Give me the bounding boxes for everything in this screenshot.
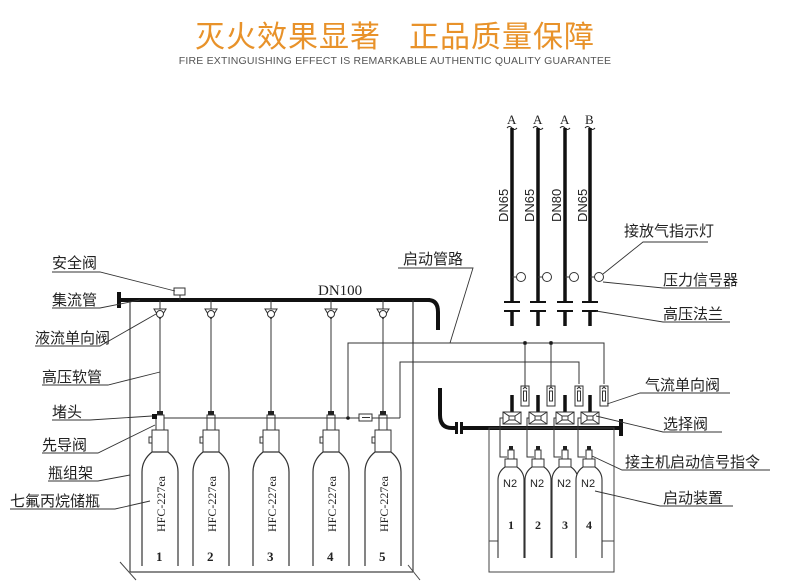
cylinder-number: 2 [207,549,214,564]
label-high-pressure-hose: 高压软管 [42,368,102,386]
label-safety-valve: 安全阀 [52,254,97,272]
label-discharge-indicator: 接放气指示灯 [624,222,714,240]
agent-label: HFC-227ea [205,475,219,532]
label-start-pipeline: 启动管路 [403,250,463,268]
label-high-pressure-flange: 高压法兰 [663,305,723,323]
start-device-cabinet: N2 N2 N2 N2 1 2 3 4 [488,417,615,573]
n2-number: 3 [562,518,568,532]
page-subtitle: FIRE EXTINGUISHING EFFECT IS REMARKABLE … [178,55,612,67]
label-cylinder-rack: 瓶组架 [48,464,93,482]
label-liquid-check-valve: 液流单向阀 [35,329,110,347]
main-pipe-label: DN100 [318,283,362,299]
agent-label: HFC-227ea [154,475,168,532]
cylinder-number: 3 [267,549,274,564]
left-callouts [10,271,176,510]
label-pilot-valve: 先导阀 [42,436,87,454]
agent-label: HFC-227ea [377,475,391,532]
n2-number: 2 [535,518,541,532]
agent-cylinder-rack [119,300,421,581]
right-callouts [591,241,770,507]
label-manifold: 集流管 [52,291,97,309]
n2-label: N2 [557,478,571,490]
title-part-2: 正品质量保障 [409,20,595,55]
page-title: 灭火效果显著正品质量保障 [0,12,790,56]
manifold-pipe [117,292,440,330]
label-start-device: 启动装置 [663,489,723,507]
right-labels: 接放气指示灯 压力信号器 高压法兰 气流单向阀 选择阀 接主机启动信号指令 启动… [624,222,760,507]
zone-pipes: A A A B DN65 DN65 DN80 DN65 [496,112,604,326]
label-host-signal: 接主机启动信号指令 [625,453,760,471]
n2-label: N2 [503,478,517,490]
title-part-1: 灭火效果显著 [195,20,381,55]
zone-label: B [585,112,594,127]
cylinder-number: 1 [156,549,163,564]
cylinder-number: 5 [379,549,386,564]
pipe-size-label: DN65 [575,189,590,222]
left-labels: 安全阀 集流管 液流单向阀 高压软管 堵头 先导阀 瓶组架 七氟丙烷储瓶 [10,254,110,510]
label-hfc-cylinder: 七氟丙烷储瓶 [10,492,100,510]
label-selector-valve: 选择阀 [663,415,708,433]
zone-label: A [533,112,543,127]
start-pipelines [347,300,605,418]
agent-label: HFC-227ea [265,475,279,532]
pipe-size-label: DN65 [522,189,537,222]
label-pressure-signal: 压力信号器 [663,271,738,289]
zone-label: A [560,112,570,127]
pipe-size-label: DN65 [496,189,511,222]
agent-label: HFC-227ea [325,475,339,532]
cylinder-number: 4 [327,549,334,564]
safety-valve [173,287,186,300]
agent-cylinder-labels: HFC-227ea HFC-227ea HFC-227ea HFC-227ea … [154,475,391,564]
label-plug: 堵头 [52,403,82,421]
n2-number: 4 [586,518,592,532]
n2-number: 1 [508,518,514,532]
zone-label: A [507,112,517,127]
pilot-line [152,413,400,422]
start-pipeline-callout: 启动管路 [398,250,474,344]
pipe-size-label: DN80 [549,189,564,222]
n2-label: N2 [530,478,544,490]
label-gas-check-valve: 气流单向阀 [645,376,720,394]
n2-label: N2 [581,478,595,490]
agent-cylinders [141,300,402,567]
